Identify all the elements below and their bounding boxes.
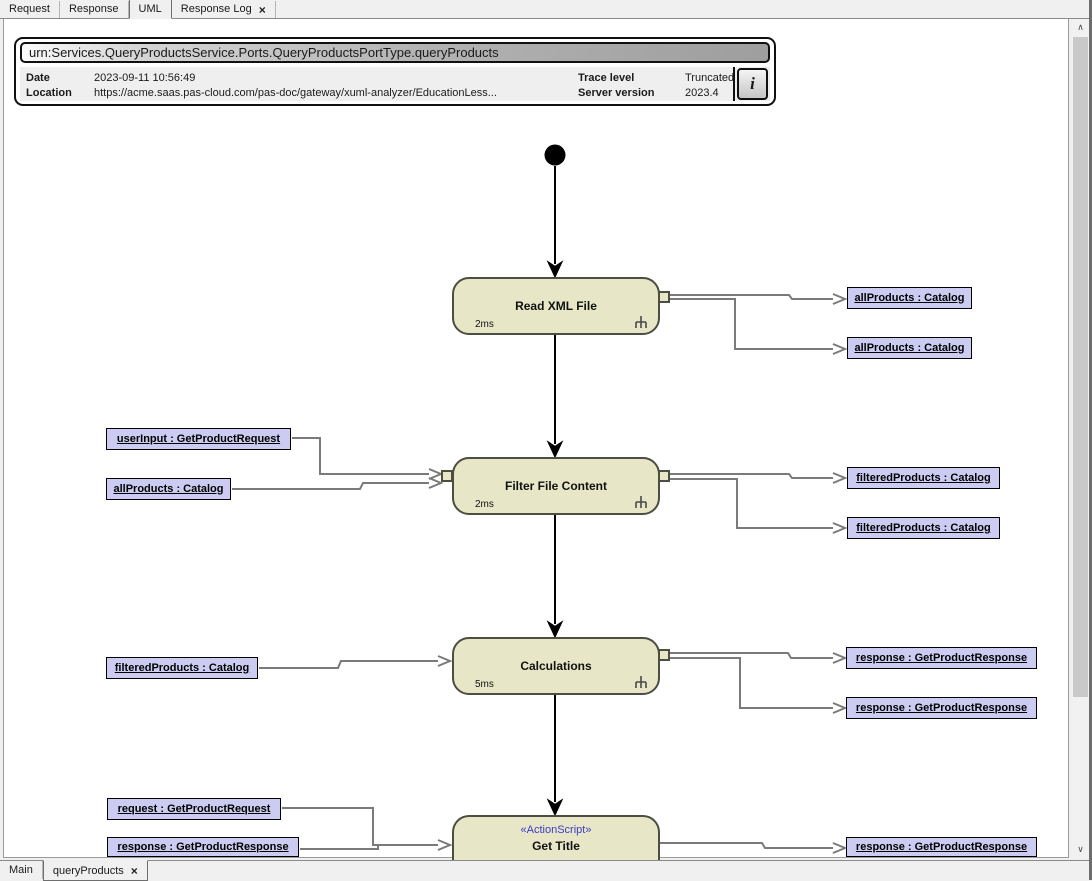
- object-node[interactable]: filteredProducts : Catalog: [106, 657, 258, 679]
- activity-read-xml-file[interactable]: Read XML File 2ms: [452, 277, 660, 335]
- object-node[interactable]: allProducts : Catalog: [847, 287, 972, 309]
- duration-label: 5ms: [475, 679, 494, 690]
- trace-header-box: urn:Services.QueryProductsService.Ports.…: [14, 37, 776, 106]
- object-label: allProducts : Catalog: [854, 292, 965, 304]
- object-label: response : GetProductResponse: [117, 841, 289, 853]
- tab-response[interactable]: Response: [60, 1, 129, 18]
- tab-label: Response: [68, 3, 119, 15]
- object-label: response : GetProductResponse: [855, 841, 1028, 853]
- activity-calculations[interactable]: Calculations 5ms: [452, 637, 660, 695]
- server-version-label: Server version: [578, 87, 655, 99]
- trace-level-value: Truncated: [685, 72, 735, 84]
- input-pin: [441, 470, 453, 482]
- vertical-scrollbar[interactable]: ∧ ∨: [1072, 19, 1089, 858]
- object-node[interactable]: userInput : GetProductRequest: [106, 428, 291, 450]
- tab-label: queryProducts: [52, 864, 124, 877]
- output-pin: [658, 470, 670, 482]
- tab-label: UML: [138, 2, 162, 15]
- object-node[interactable]: response : GetProductResponse: [846, 647, 1037, 669]
- object-label: request : GetProductRequest: [117, 803, 271, 815]
- tab-request[interactable]: Request: [0, 1, 60, 18]
- object-node[interactable]: response : GetProductResponse: [107, 837, 299, 857]
- operation-title: urn:Services.QueryProductsService.Ports.…: [20, 42, 770, 63]
- object-label: userInput : GetProductRequest: [116, 433, 281, 445]
- object-label: allProducts : Catalog: [113, 483, 224, 495]
- bottom-tab-bar: Main queryProducts ×: [0, 860, 1092, 881]
- object-node[interactable]: request : GetProductRequest: [107, 798, 281, 820]
- object-label: allProducts : Catalog: [854, 342, 965, 354]
- trace-level-label: Trace level: [578, 72, 635, 84]
- rake-icon: [635, 496, 647, 508]
- tab-main[interactable]: Main: [0, 861, 43, 879]
- activity-title: Filter File Content: [505, 479, 607, 493]
- object-label: response : GetProductResponse: [855, 652, 1028, 664]
- scroll-down-icon[interactable]: ∨: [1072, 841, 1089, 858]
- object-label: filteredProducts : Catalog: [114, 662, 250, 674]
- window-edge: [1089, 0, 1092, 880]
- date-label: Date: [26, 72, 50, 84]
- rake-icon: [635, 676, 647, 688]
- object-label: filteredProducts : Catalog: [856, 522, 991, 534]
- scroll-up-icon[interactable]: ∧: [1072, 19, 1089, 36]
- server-version-value: 2023.4: [685, 87, 719, 99]
- activity-title: Read XML File: [515, 299, 597, 313]
- top-tab-bar: Request Response UML Response Log ×: [0, 0, 1089, 19]
- date-value: 2023-09-11 10:56:49: [94, 72, 196, 84]
- info-button[interactable]: i: [737, 68, 768, 100]
- object-label: response : GetProductResponse: [855, 702, 1028, 714]
- divider: [733, 67, 735, 101]
- tab-response-log[interactable]: Response Log ×: [172, 1, 276, 18]
- location-label: Location: [26, 87, 72, 99]
- trace-meta-grid: Date 2023-09-11 10:56:49 Location https:…: [20, 67, 735, 101]
- object-node[interactable]: response : GetProductResponse: [846, 837, 1037, 857]
- output-pin: [658, 291, 670, 303]
- close-icon[interactable]: ×: [130, 863, 138, 878]
- tab-queryproducts[interactable]: queryProducts ×: [42, 860, 148, 881]
- object-node[interactable]: response : GetProductResponse: [846, 697, 1037, 719]
- scrollbar-thumb[interactable]: [1073, 37, 1088, 697]
- output-pin: [658, 649, 670, 661]
- stereotype-label: «ActionScript»: [520, 824, 592, 836]
- close-icon[interactable]: ×: [258, 2, 266, 17]
- object-label: filteredProducts : Catalog: [856, 472, 991, 484]
- activity-title: Get Title: [532, 839, 580, 853]
- tab-label: Main: [9, 864, 33, 876]
- object-node[interactable]: filteredProducts : Catalog: [847, 517, 1000, 539]
- object-node[interactable]: allProducts : Catalog: [847, 337, 972, 359]
- trace-meta-panel: Date 2023-09-11 10:56:49 Location https:…: [20, 67, 770, 101]
- object-node[interactable]: allProducts : Catalog: [106, 478, 231, 500]
- duration-label: 2ms: [475, 319, 494, 330]
- tab-uml[interactable]: UML: [128, 0, 172, 19]
- activity-filter-file-content[interactable]: Filter File Content 2ms: [452, 457, 660, 515]
- rake-icon: [635, 316, 647, 328]
- duration-label: 2ms: [475, 499, 494, 510]
- tab-label: Response Log: [180, 3, 252, 15]
- activity-get-title[interactable]: «ActionScript» Get Title: [452, 815, 660, 865]
- activity-title: Calculations: [520, 659, 592, 673]
- location-value: https://acme.saas.pas-cloud.com/pas-doc/…: [94, 87, 497, 99]
- tab-label: Request: [9, 3, 50, 15]
- object-node[interactable]: filteredProducts : Catalog: [847, 467, 1000, 489]
